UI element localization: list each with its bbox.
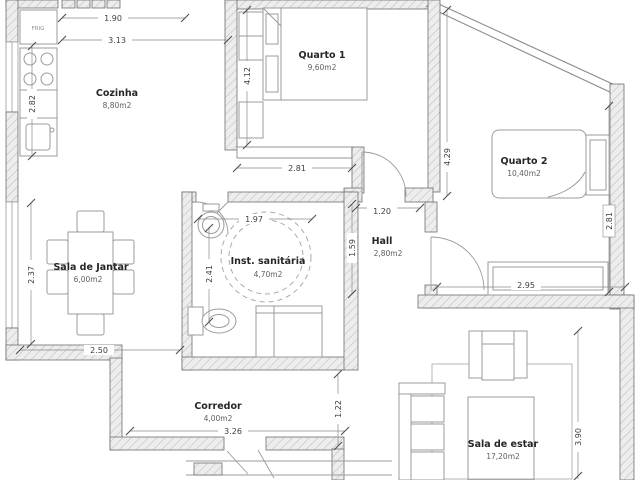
room-label-bedroom2: Quarto 2	[501, 156, 548, 167]
chair	[46, 239, 69, 265]
dimensions-layer: 1.90 3.13 4.12 2.81 4.29 2.82 1.97 2.41 …	[15, 5, 630, 480]
dim-bedroom1-left: 4.12	[243, 67, 252, 85]
armchair	[468, 330, 528, 381]
room-area-bathroom: 4,70m2	[254, 270, 283, 279]
room-label-corridor: Corredor	[194, 401, 242, 412]
dim-kitchen-counter: 2.82	[28, 95, 37, 113]
window-dining	[5, 201, 19, 329]
living-furniture	[398, 330, 573, 480]
washbasin	[197, 211, 225, 239]
room-area-dining: 6,00m2	[74, 275, 103, 284]
window-kitchen	[5, 41, 19, 113]
chair	[112, 239, 135, 265]
room-area-hall: 2,80m2	[374, 249, 403, 258]
chair	[46, 269, 69, 295]
shower	[255, 305, 323, 358]
dim-corridor-height: 1.22	[334, 400, 343, 418]
chair	[112, 269, 135, 295]
dining-furniture	[46, 210, 135, 336]
dim-corridor-length: 3.26	[224, 427, 242, 436]
room-labels-layer: Cozinha 8,80m2 Quarto 1 9,60m2 Quarto 2 …	[53, 50, 547, 461]
dim-bedroom2-bottom: 2.95	[517, 281, 535, 290]
room-area-kitchen: 8,80m2	[103, 101, 132, 110]
fridge	[19, 9, 58, 45]
sofa	[398, 382, 446, 480]
room-label-bedroom1: Quarto 1	[299, 50, 346, 61]
dim-passage-width: 2.81	[288, 164, 306, 173]
room-label-kitchen: Cozinha	[96, 88, 138, 99]
bedroom2-door	[430, 236, 485, 291]
bedroom2-furniture	[487, 129, 611, 296]
dim-hall-top: 1.20	[373, 207, 391, 216]
bedroom1-furniture	[238, 7, 368, 139]
room-label-hall: Hall	[372, 236, 393, 247]
rug	[467, 396, 535, 480]
chair	[76, 313, 105, 336]
dim-bedroom2-right: 2.81	[605, 212, 614, 230]
bathroom-fixtures	[187, 203, 323, 358]
room-area-bedroom2: 10,40m2	[507, 169, 541, 178]
dining-table	[67, 231, 114, 315]
hall-top-door	[361, 151, 407, 197]
dim-kitchen-top-outer: 3.13	[108, 36, 126, 45]
chair	[76, 210, 105, 233]
room-label-living: Sala de estar	[468, 439, 539, 450]
dim-kitchen-top-inner: 1.90	[104, 14, 122, 23]
room-label-dining: Sala de Jantar	[53, 262, 128, 273]
living-outline	[431, 363, 573, 480]
dim-dining-bottom: 2.50	[90, 346, 108, 355]
kitchen-upper-cabinets	[61, 0, 121, 9]
dim-dining-left: 2.37	[27, 266, 36, 284]
diagonal-wall	[425, 0, 618, 94]
dim-bathroom-left: 2.41	[205, 265, 214, 283]
entry-steps	[186, 460, 392, 476]
room-area-corridor: 4,00m2	[204, 414, 233, 423]
wardrobe	[238, 101, 264, 139]
dim-bathroom-top: 1.97	[245, 215, 263, 224]
counter	[19, 89, 58, 119]
toilet	[187, 306, 237, 336]
kitchen-fixtures: FRIG	[19, 9, 58, 157]
room-label-bathroom: Inst. sanitária	[231, 256, 306, 267]
dim-bathroom-right: 1.59	[348, 239, 357, 257]
dim-living-right: 3.90	[574, 428, 583, 446]
room-area-bedroom1: 9,60m2	[308, 63, 337, 72]
dim-bedroom2-left: 4.29	[443, 148, 452, 166]
entry-door	[226, 449, 275, 479]
bed	[262, 7, 368, 101]
room-area-living: 17,20m2	[486, 452, 520, 461]
fridge-label: FRIG	[32, 26, 45, 32]
